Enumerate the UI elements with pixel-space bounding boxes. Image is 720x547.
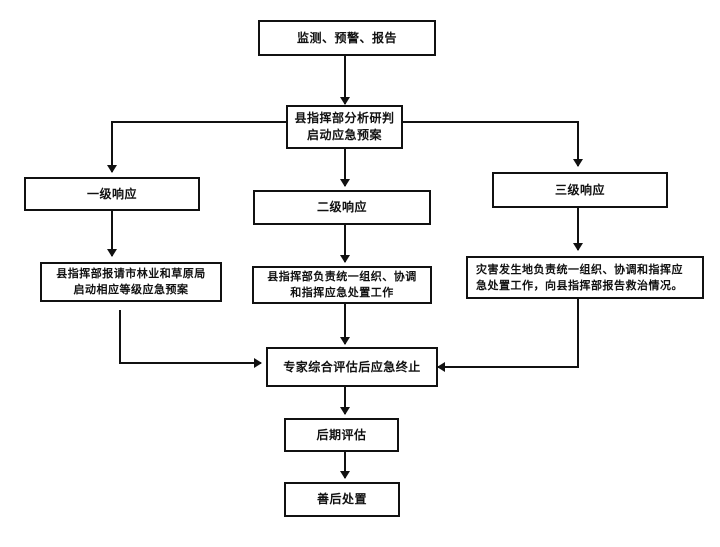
node-level1-action-line1: 县指挥部报请市林业和草原局 <box>56 267 206 280</box>
node-monitor: 监测、预警、报告 <box>258 20 436 56</box>
node-level2-action-line2: 和指挥应急处置工作 <box>290 286 394 299</box>
node-level2: 二级响应 <box>253 190 431 225</box>
edge-level1action-terminate <box>119 310 262 368</box>
node-level1: 一级响应 <box>24 177 200 211</box>
node-level3: 三级响应 <box>492 172 668 208</box>
node-terminate: 专家综合评估后应急终止 <box>266 347 438 387</box>
node-analyze-line2: 启动应急预案 <box>306 128 382 142</box>
node-post-eval: 后期评估 <box>284 418 399 452</box>
node-analyze: 县指挥部分析研判 启动应急预案 <box>286 105 403 149</box>
node-level3-action-line2: 急处置工作，向县指挥部报告救治情况。 <box>476 278 683 292</box>
node-level3-action-line1: 灾害发生地负责统一组织、协调和指挥应 <box>476 262 683 276</box>
node-level1-action-line2: 启动相应等级应急预案 <box>73 283 189 296</box>
node-level2-label: 二级响应 <box>316 200 367 214</box>
node-level3-label: 三级响应 <box>554 182 605 197</box>
node-terminate-label: 专家综合评估后应急终止 <box>283 359 421 374</box>
node-level3-action: 灾害发生地负责统一组织、协调和指挥应 急处置工作，向县指挥部报告救治情况。 <box>466 256 704 299</box>
node-level2-action: 县指挥部负责统一组织、协调 和指挥应急处置工作 <box>252 266 432 304</box>
edge-analyze-level1 <box>107 121 286 173</box>
node-level1-label: 一级响应 <box>86 186 137 201</box>
node-level2-action-line1: 县指挥部负责统一组织、协调 <box>267 270 417 283</box>
node-post-eval-label: 后期评估 <box>316 427 367 442</box>
node-level1-action: 县指挥部报请市林业和草原局 启动相应等级应急预案 <box>40 262 222 302</box>
node-aftermath-label: 善后处置 <box>316 492 367 506</box>
node-analyze-line1: 县指挥部分析研判 <box>294 111 395 125</box>
node-aftermath: 善后处置 <box>284 482 400 517</box>
edge-analyze-level3 <box>402 121 583 167</box>
node-monitor-label: 监测、预警、报告 <box>296 30 397 45</box>
edge-level3action-terminate <box>437 298 579 372</box>
